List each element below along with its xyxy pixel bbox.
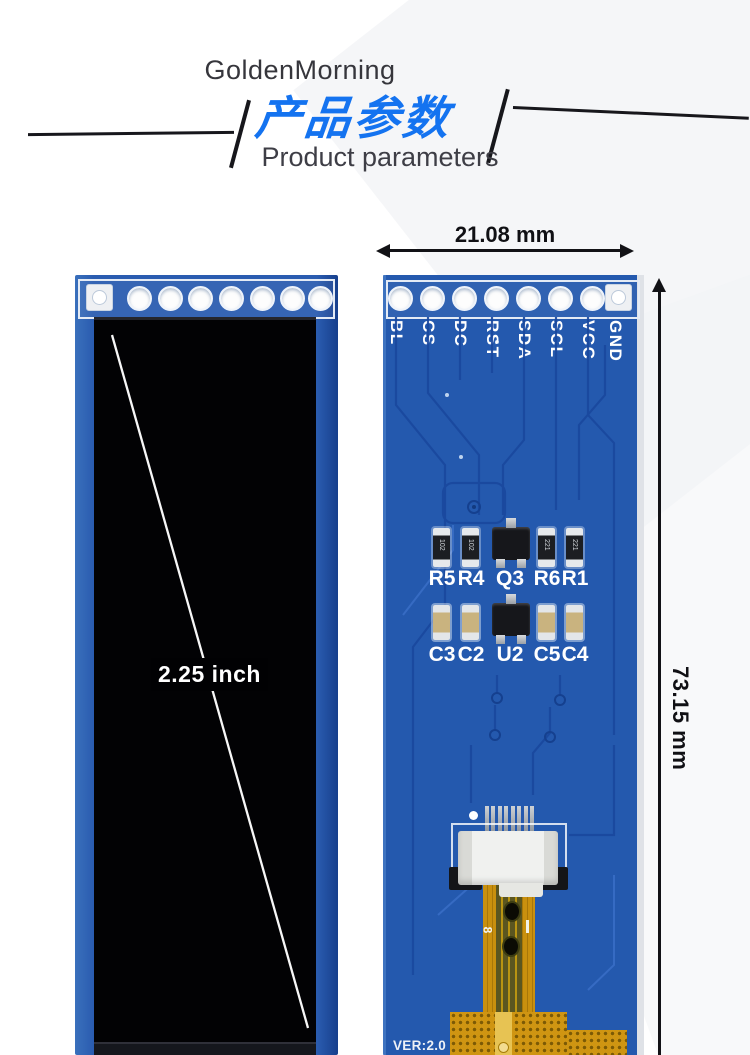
flex-cable-hole bbox=[503, 901, 521, 922]
connector-pin bbox=[530, 806, 534, 833]
fpc-connector-body bbox=[458, 831, 558, 885]
brand-name: GoldenMorning bbox=[204, 55, 396, 85]
flex-cable-center-strip bbox=[495, 1012, 512, 1055]
width-arrow-line bbox=[386, 249, 624, 252]
screen-size-label: 2.25 inch bbox=[151, 658, 268, 691]
capacitor-c5 bbox=[538, 605, 555, 640]
capacitor-c3 bbox=[433, 605, 450, 640]
width-arrow-left-head bbox=[376, 244, 390, 258]
height-dimension-label: 73.15 mm bbox=[668, 666, 693, 771]
transistor-leg bbox=[506, 518, 516, 528]
resistor-marking: 102 bbox=[438, 539, 445, 551]
transistor-q3 bbox=[492, 518, 530, 568]
label-u2: U2 bbox=[496, 643, 524, 666]
resistor-r1: 221 bbox=[566, 528, 583, 567]
fpc-connector-tab bbox=[499, 883, 543, 897]
pcb-speck bbox=[495, 340, 499, 344]
back-square-pad-gnd bbox=[605, 284, 632, 311]
silkscreen-dot bbox=[469, 811, 478, 820]
connector-pin bbox=[524, 806, 528, 833]
transistor-leg bbox=[496, 559, 505, 568]
ic-leg bbox=[517, 635, 526, 644]
height-arrow-line bbox=[658, 290, 661, 1055]
front-pin-hole bbox=[308, 286, 333, 311]
connector-pin bbox=[498, 806, 502, 833]
width-dimension-label: 21.08 mm bbox=[454, 222, 556, 247]
connector-pin bbox=[485, 806, 489, 833]
back-pin-hole bbox=[452, 286, 477, 311]
screen-bottom-divider bbox=[94, 1042, 316, 1044]
back-pin-hole bbox=[388, 286, 413, 311]
back-pin-hole bbox=[484, 286, 509, 311]
label-r1: R1 bbox=[561, 567, 589, 590]
label-c3: C3 bbox=[428, 643, 456, 666]
label-r6: R6 bbox=[533, 567, 561, 590]
capacitor-c2 bbox=[462, 605, 479, 640]
ic-leg bbox=[506, 594, 516, 604]
flex-cable-mark: 8 bbox=[480, 926, 495, 934]
ic-leg bbox=[496, 635, 505, 644]
connector-pin bbox=[517, 806, 521, 833]
connector-pin bbox=[491, 806, 495, 833]
back-pin-header-strip bbox=[386, 280, 640, 319]
pcb-version-label: VER:2.0 bbox=[393, 1038, 447, 1053]
front-pin-hole bbox=[158, 286, 183, 311]
resistor-marking: 221 bbox=[543, 539, 550, 551]
front-pin-hole bbox=[219, 286, 244, 311]
back-pin-hole bbox=[516, 286, 541, 311]
ic-u2 bbox=[492, 594, 530, 644]
label-r5: R5 bbox=[428, 567, 456, 590]
pcb-speck bbox=[459, 455, 463, 459]
resistor-marking: 221 bbox=[571, 539, 578, 551]
height-arrow-up-head bbox=[652, 278, 666, 292]
display-module-back-photo: BL CS DC RST SDA SCL VCC GND 102 102 221… bbox=[383, 275, 644, 1055]
label-c2: C2 bbox=[457, 643, 485, 666]
resistor-marking: 102 bbox=[467, 539, 474, 551]
back-pin-hole bbox=[580, 286, 605, 311]
page-subtitle: Product parameters bbox=[261, 142, 499, 172]
back-pin-hole bbox=[420, 286, 445, 311]
header-left-line bbox=[27, 130, 235, 137]
connector-pin bbox=[511, 806, 515, 833]
front-pin-hole bbox=[188, 286, 213, 311]
flex-cable-hole bbox=[502, 936, 520, 957]
connector-pin bbox=[504, 806, 508, 833]
front-pin-hole bbox=[280, 286, 305, 311]
label-r4: R4 bbox=[457, 567, 485, 590]
pcb-left-edge bbox=[383, 275, 386, 1055]
back-pin-hole bbox=[548, 286, 573, 311]
front-pin-hole bbox=[250, 286, 275, 311]
pcb-speck bbox=[445, 393, 449, 397]
label-c5: C5 bbox=[533, 643, 561, 666]
capacitor-c4 bbox=[566, 605, 583, 640]
display-module-front-photo: 2.25 inch bbox=[75, 275, 338, 1055]
resistor-r6: 221 bbox=[538, 528, 555, 567]
label-q3: Q3 bbox=[495, 567, 524, 590]
front-square-pad bbox=[86, 284, 113, 311]
resistor-r4: 102 bbox=[462, 528, 479, 567]
pcb-right-edge bbox=[637, 275, 644, 1055]
width-arrow-right-head bbox=[620, 244, 634, 258]
screen-bottom-bezel bbox=[94, 1044, 316, 1055]
transistor-leg bbox=[517, 559, 526, 568]
flex-cable-dash bbox=[526, 920, 529, 933]
label-c4: C4 bbox=[561, 643, 589, 666]
flex-cable-flare-wing bbox=[567, 1030, 627, 1055]
resistor-r5: 102 bbox=[433, 528, 450, 567]
front-pin-hole bbox=[127, 286, 152, 311]
page-title-chinese: 产品参数 bbox=[252, 92, 455, 144]
